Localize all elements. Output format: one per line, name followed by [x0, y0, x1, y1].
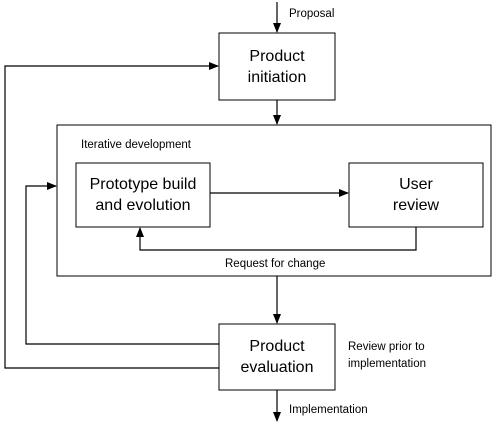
proposal-label: Proposal — [289, 8, 335, 20]
prototype-label: Prototype build and evolution — [76, 163, 210, 227]
implementation-label: Implementation — [289, 404, 368, 416]
product-initiation-line1: Product — [249, 47, 305, 65]
product-evaluation-line1: Product — [249, 338, 305, 355]
product-initiation-box — [218, 32, 336, 101]
evaluation-to-initiation-arrow — [4, 62, 219, 369]
product-evaluation-label: Product evaluation — [219, 324, 335, 390]
review-prior-label: Review prior to implementation — [348, 339, 426, 373]
request-for-change-arrow — [136, 227, 417, 251]
product-evaluation-line2: evaluation — [240, 359, 314, 376]
product-initiation-label: Product initiation — [219, 33, 335, 100]
review-prior-line1: Review prior to — [348, 341, 425, 353]
product-initiation-line2: initiation — [247, 68, 307, 86]
prototype-line1: Prototype build — [89, 176, 197, 193]
product-evaluation-box — [218, 323, 336, 391]
review-prior-line2: implementation — [348, 358, 426, 370]
request-for-change-label: Request for change — [225, 258, 326, 270]
user-review-line2: review — [392, 197, 440, 214]
prototype-box — [75, 162, 211, 228]
user-review-line1: User — [399, 176, 433, 193]
prototype-line2: and evolution — [95, 197, 191, 214]
user-review-box — [348, 162, 484, 228]
iterative-development-label: Iterative development — [81, 139, 191, 151]
user-review-label: User review — [349, 163, 483, 227]
evaluation-to-prototype-arrow — [25, 182, 219, 345]
